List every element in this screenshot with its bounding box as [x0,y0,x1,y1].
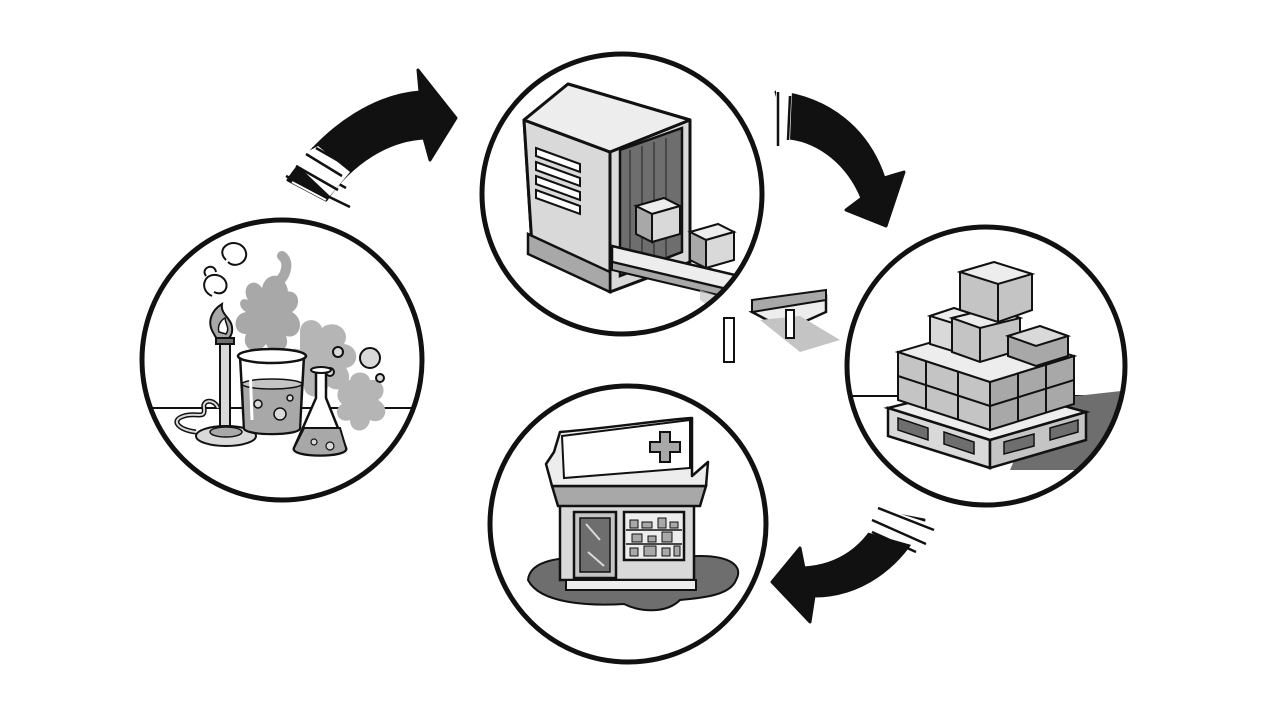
arrow-factory-to-warehouse [774,90,906,228]
pallet-boxes-icon [847,260,1125,470]
arrow-warehouse-to-pharmacy [770,506,935,624]
stage-warehouse [844,224,1128,508]
pharmacy-store-icon [526,416,739,612]
beaker [236,347,308,436]
stage-lab [139,217,425,503]
bunsen-burner [174,302,257,447]
erlenmeyer-flask [292,366,348,457]
arrow-lab-to-factory [285,68,458,209]
conveyor-extension [723,288,840,363]
laboratory-icon [142,242,422,457]
stage-pharmacy [487,383,769,665]
